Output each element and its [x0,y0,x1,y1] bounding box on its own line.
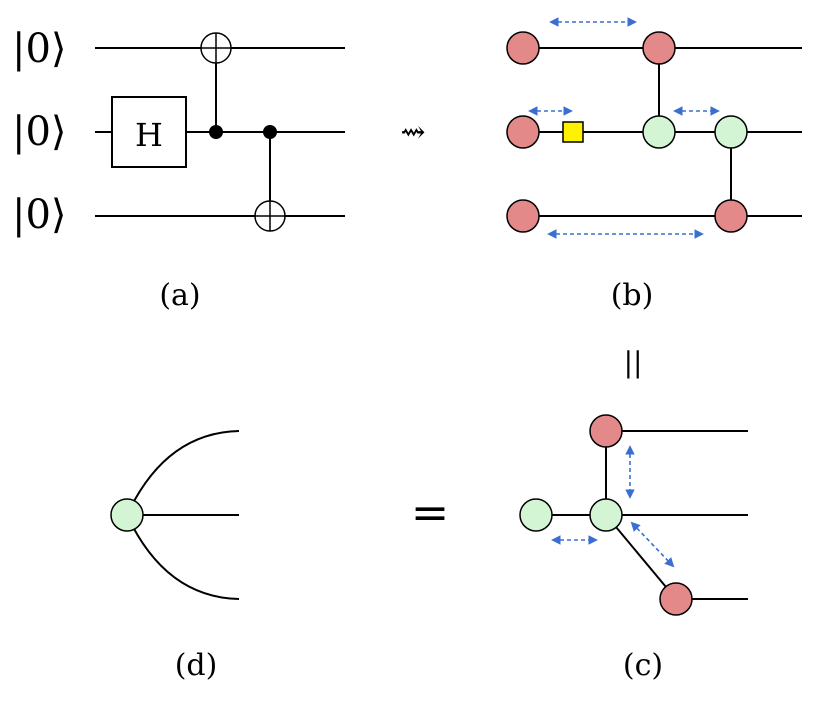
c-z-spider-center [589,498,623,532]
hadamard-label: H [135,116,163,154]
c-z-spider-left [519,498,553,532]
d-z-spider [110,498,144,532]
z-spider-control-2 [714,115,748,149]
cnot-gate-2 [254,125,286,232]
x-spider-target-2 [714,199,748,233]
x-spider-input-1 [506,31,540,65]
x-spider-input-2 [506,115,540,149]
panel-label-b: (b) [611,278,654,313]
ket-zero-3: |0⟩ [12,192,67,238]
hadamard-gate: H [111,96,187,168]
x-spider-input-3 [506,199,540,233]
panel-label-d: (d) [175,648,218,683]
control-dot-1 [209,125,223,139]
control-dot-2 [263,125,277,139]
x-spider-target-1 [642,31,676,65]
panel-label-c: (c) [623,648,663,683]
d-leg-top [126,430,240,516]
panel-c-simplified-diagram: (c) [519,414,748,683]
ket-zero-2: |0⟩ [12,109,67,155]
vertical-equals-sign: || [624,346,643,379]
hadamard-box [562,121,584,143]
cnot-gate-1 [200,32,232,139]
panel-a-circuit: |0⟩ |0⟩ |0⟩ H (a) [12,26,345,313]
z-spider-control-1 [642,115,676,149]
c-dashed-arrow-diagonal [630,521,675,568]
rewrite-arrow: ⇝ [400,115,425,150]
panel-label-a: (a) [159,278,200,313]
equals-sign: = [411,485,450,539]
c-x-spider-bottom [659,582,693,616]
panel-b-zx-diagram: (b) [506,17,802,313]
ket-zero-1: |0⟩ [12,26,67,72]
panel-d-single-spider: (d) [110,430,240,683]
c-x-spider-top [589,414,623,448]
d-leg-bottom [126,514,240,600]
